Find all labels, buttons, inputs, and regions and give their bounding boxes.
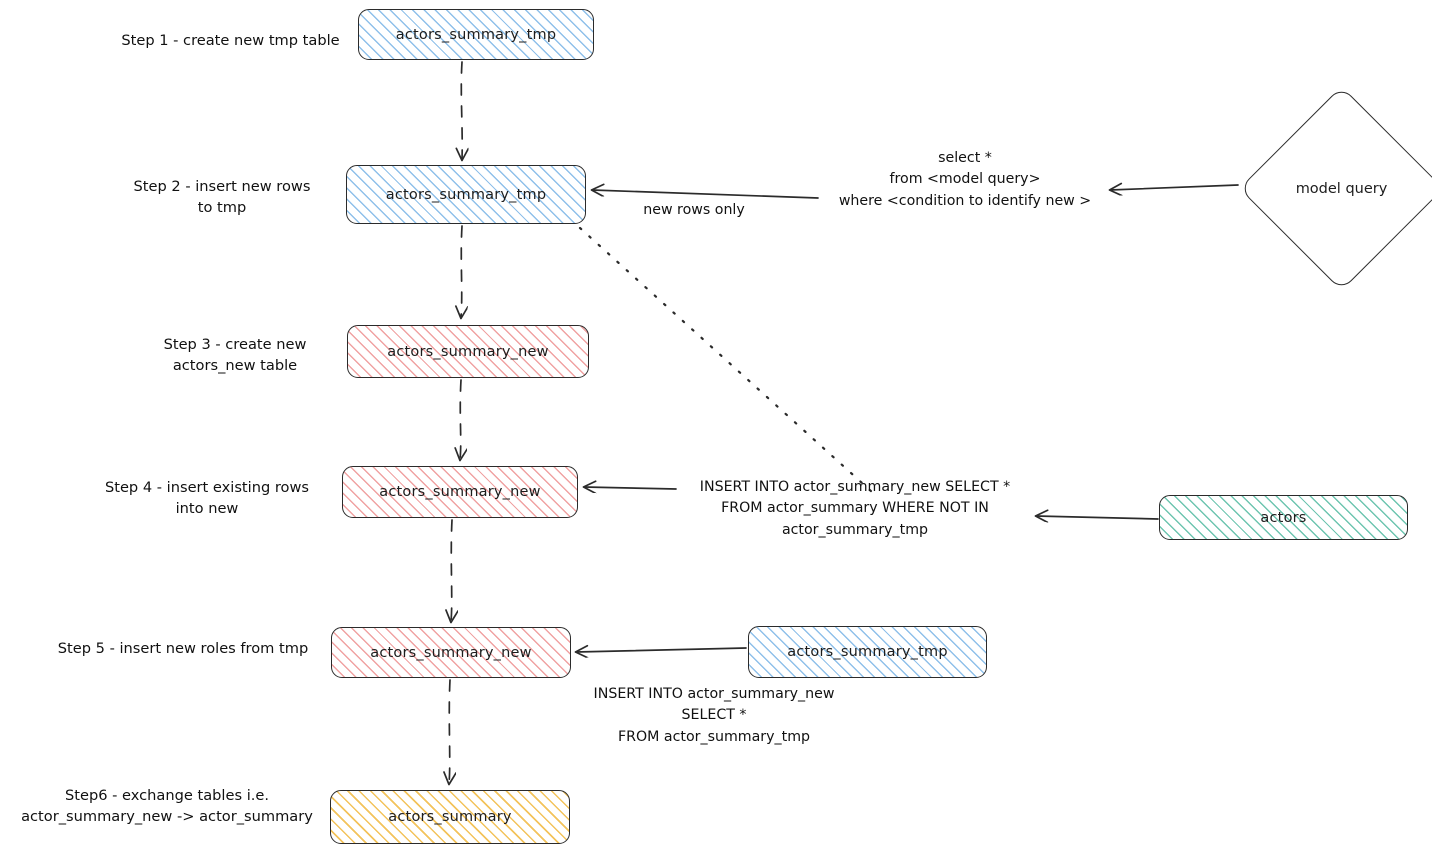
node-label: actors_summary_new xyxy=(387,343,549,360)
node-label: actors_summary xyxy=(388,809,512,825)
node-actors-summary-tmp-source[interactable]: actors_summary_tmp xyxy=(748,626,987,678)
node-actors-summary-final[interactable]: actors_summary xyxy=(330,790,570,844)
edge-n2-n3 xyxy=(461,225,462,318)
step-label-2: Step 2 - insert new rows to tmp xyxy=(133,178,311,217)
edge-actors-to-text xyxy=(1036,516,1159,519)
step-label-4: Step 4 - insert existing rows into new xyxy=(104,479,310,518)
edge-query-to-n2 xyxy=(592,190,819,199)
node-label: actors_summary_tmp xyxy=(395,26,557,43)
edge-label-insert-existing-rows: INSERT INTO actor_summary_new SELECT * F… xyxy=(699,479,1011,538)
node-actors-summary-new-step4[interactable]: actors_summary_new xyxy=(342,466,578,518)
node-actors-summary-tmp-step1[interactable]: actors_summary_tmp xyxy=(358,9,594,60)
node-label: model query xyxy=(1295,180,1388,197)
edge-label-new-rows-only: new rows only xyxy=(643,202,745,218)
edge-n5-n6 xyxy=(449,679,450,784)
edge-n1-n2 xyxy=(461,61,462,160)
edge-n4-n5 xyxy=(451,519,452,622)
edge-text-to-n4 xyxy=(584,487,677,489)
node-model-query-label: model query xyxy=(1269,116,1414,261)
node-actors-summary-new-step3[interactable]: actors_summary_new xyxy=(347,325,589,378)
edge-label-select-model-query: select * from <model query> where <condi… xyxy=(838,150,1092,209)
edge-n7-to-n5 xyxy=(576,648,747,652)
node-actors-source[interactable]: actors xyxy=(1159,495,1408,540)
node-label: actors_summary_tmp xyxy=(385,186,547,203)
node-label: actors_summary_new xyxy=(379,484,541,500)
edge-n3-n4 xyxy=(460,379,461,460)
step-label-1: Step 1 - create new tmp table xyxy=(121,32,340,49)
step-label-5: Step 5 - insert new roles from tmp xyxy=(57,640,309,657)
node-actors-summary-new-step5[interactable]: actors_summary_new xyxy=(331,627,571,678)
node-label: actors_summary_new xyxy=(370,644,532,661)
node-actors-summary-tmp-step2[interactable]: actors_summary_tmp xyxy=(346,165,586,224)
edge-label-insert-new-roles: INSERT INTO actor_summary_new SELECT * F… xyxy=(593,686,835,745)
step-label-6: Step6 - exchange tables i.e. actor_summa… xyxy=(21,787,313,826)
node-label: actors xyxy=(1260,509,1307,526)
node-label: actors_summary_tmp xyxy=(787,644,948,660)
step-label-3: Step 3 - create new actors_new table xyxy=(163,336,307,375)
edge-n2-dotted xyxy=(578,226,874,494)
